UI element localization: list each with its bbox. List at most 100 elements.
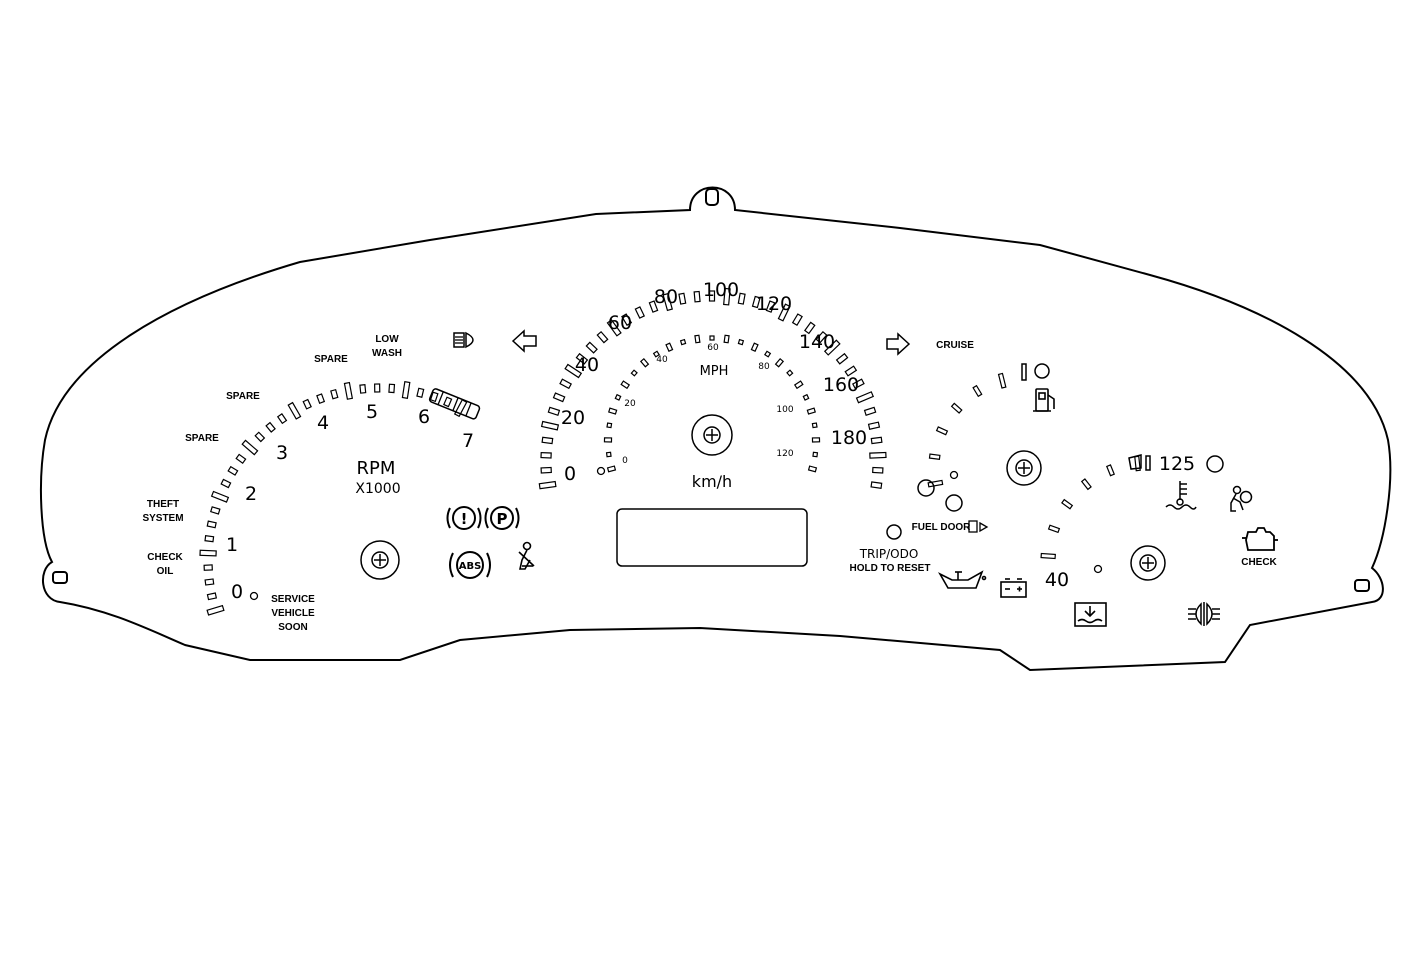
- brake-warning-icon: !: [446, 506, 482, 530]
- kmh-tick-34: [867, 421, 881, 430]
- mph-number-20: 20: [624, 399, 636, 409]
- tach-tick-24: [401, 381, 411, 399]
- mph-tick-18: [774, 357, 785, 368]
- svg-text:SERVICE: SERVICE: [271, 594, 315, 605]
- kmh-number-80: 80: [654, 286, 678, 308]
- mph-number-0: 0: [622, 456, 628, 466]
- check-oil-indicator: [249, 591, 259, 601]
- tach-tick-18: [316, 393, 326, 404]
- speed-unit-kmh: km/h: [692, 472, 732, 491]
- mph-tick-13: [709, 335, 715, 341]
- low-coolant-icon: [1074, 602, 1107, 627]
- headlamp-icon: [453, 331, 474, 349]
- mph-tick-17: [764, 350, 772, 358]
- tach-number-2: 2: [245, 483, 257, 505]
- kmh-number-20: 20: [561, 407, 585, 429]
- mount-hole-top: [705, 188, 719, 206]
- svg-text:LOW: LOW: [375, 334, 399, 345]
- theft-system-label: THEFT SYSTEM: [142, 499, 183, 524]
- kmh-number-160: 160: [823, 374, 859, 396]
- check-oil-label: CHECK OIL: [147, 552, 183, 577]
- check-engine-label: CHECK: [1241, 557, 1277, 568]
- abs-icon: ABS: [449, 551, 491, 579]
- temp-tick-0: [1040, 552, 1056, 560]
- mph-number-100: 100: [776, 405, 793, 415]
- fuel-tick-1: [928, 453, 941, 460]
- oil-can-icon: [937, 570, 987, 589]
- mph-number-40: 40: [656, 355, 668, 365]
- temp-tick-1: [1047, 524, 1061, 534]
- mph-tick-16: [750, 342, 759, 353]
- tach-tick-21: [359, 384, 367, 394]
- speed-low-indicator: [596, 466, 606, 476]
- mph-tick-10: [665, 342, 674, 353]
- tach-tick-26: [429, 391, 439, 403]
- kmh-tick-7: [559, 378, 573, 390]
- battery-icon: [1000, 578, 1027, 598]
- trip-odo-indicator: [886, 524, 902, 540]
- temp-pivot: [1130, 545, 1166, 581]
- fog-lamp-icon: [1188, 602, 1220, 626]
- speedometer-kmh-numbers: 0 20 40 60 80 100 120 140 160 180: [561, 279, 867, 485]
- mph-number-120: 120: [776, 449, 793, 459]
- tach-tick-16: [287, 401, 302, 420]
- spare-label-3: SPARE: [185, 433, 219, 444]
- mph-tick-1: [605, 451, 612, 458]
- temp-high-indicator: [1206, 455, 1224, 473]
- fuel-tick-4: [972, 384, 983, 398]
- mph-tick-21: [802, 393, 810, 401]
- tach-tick-8: [210, 490, 230, 503]
- tach-tick-9: [220, 478, 232, 489]
- kmh-tick-36: [869, 451, 887, 459]
- kmh-tick-8: [564, 363, 583, 379]
- check-engine-icon: [1242, 527, 1278, 551]
- mph-tick-25: [812, 451, 819, 458]
- fuel-indicator-2: [917, 479, 935, 497]
- tach-tick-19: [330, 388, 339, 400]
- fuel-door-side-icon: [968, 520, 989, 533]
- temp-low-label: 40: [1045, 569, 1069, 591]
- kmh-tick-6: [552, 392, 566, 403]
- kmh-tick-29: [835, 352, 849, 365]
- svg-text:THEFT: THEFT: [147, 499, 179, 510]
- tach-tick-25: [416, 387, 425, 398]
- mph-tick-14: [723, 334, 730, 344]
- tach-tick-22: [374, 383, 381, 393]
- kmh-number-60: 60: [608, 312, 632, 334]
- mount-hole-left: [52, 571, 68, 584]
- fuel-tick-3: [950, 402, 963, 414]
- tach-tick-2: [204, 578, 215, 586]
- kmh-tick-13: [621, 313, 633, 326]
- svg-text:SYSTEM: SYSTEM: [142, 513, 183, 524]
- mph-tick-6: [620, 380, 631, 390]
- tach-tick-23: [388, 383, 396, 394]
- temp-tick-3: [1080, 478, 1092, 491]
- kmh-tick-14: [634, 306, 646, 319]
- mph-tick-0: [606, 465, 617, 473]
- tach-unit-rpm: RPM: [357, 458, 396, 479]
- mph-tick-12: [694, 334, 701, 344]
- hold-to-reset-label: HOLD TO RESET: [850, 563, 931, 574]
- tach-number-4: 4: [317, 412, 329, 434]
- tach-tick-14: [265, 421, 276, 433]
- kmh-tick-21: [737, 292, 746, 305]
- tach-number-3: 3: [276, 442, 288, 464]
- tach-number-7: 7: [462, 430, 474, 452]
- service-vehicle-soon-label: SERVICE VEHICLE SOON: [271, 594, 315, 633]
- fuel-gauge-ticks: [927, 372, 1007, 488]
- temp-low-indicator: [1093, 564, 1103, 574]
- kmh-tick-38: [870, 481, 883, 489]
- cluster-outline: [40, 186, 1392, 672]
- spare-label-1: SPARE: [314, 354, 348, 365]
- kmh-tick-16: [662, 292, 673, 312]
- speedometer-mph-ticks: [603, 334, 821, 473]
- mph-tick-7: [630, 369, 638, 377]
- temp-high-label: 125: [1159, 453, 1195, 475]
- mph-tick-4: [608, 407, 618, 415]
- kmh-number-120: 120: [756, 293, 792, 315]
- kmh-tick-12: [606, 319, 622, 337]
- tach-tick-5: [204, 535, 215, 543]
- kmh-tick-32: [855, 391, 875, 404]
- kmh-number-100: 100: [703, 279, 739, 301]
